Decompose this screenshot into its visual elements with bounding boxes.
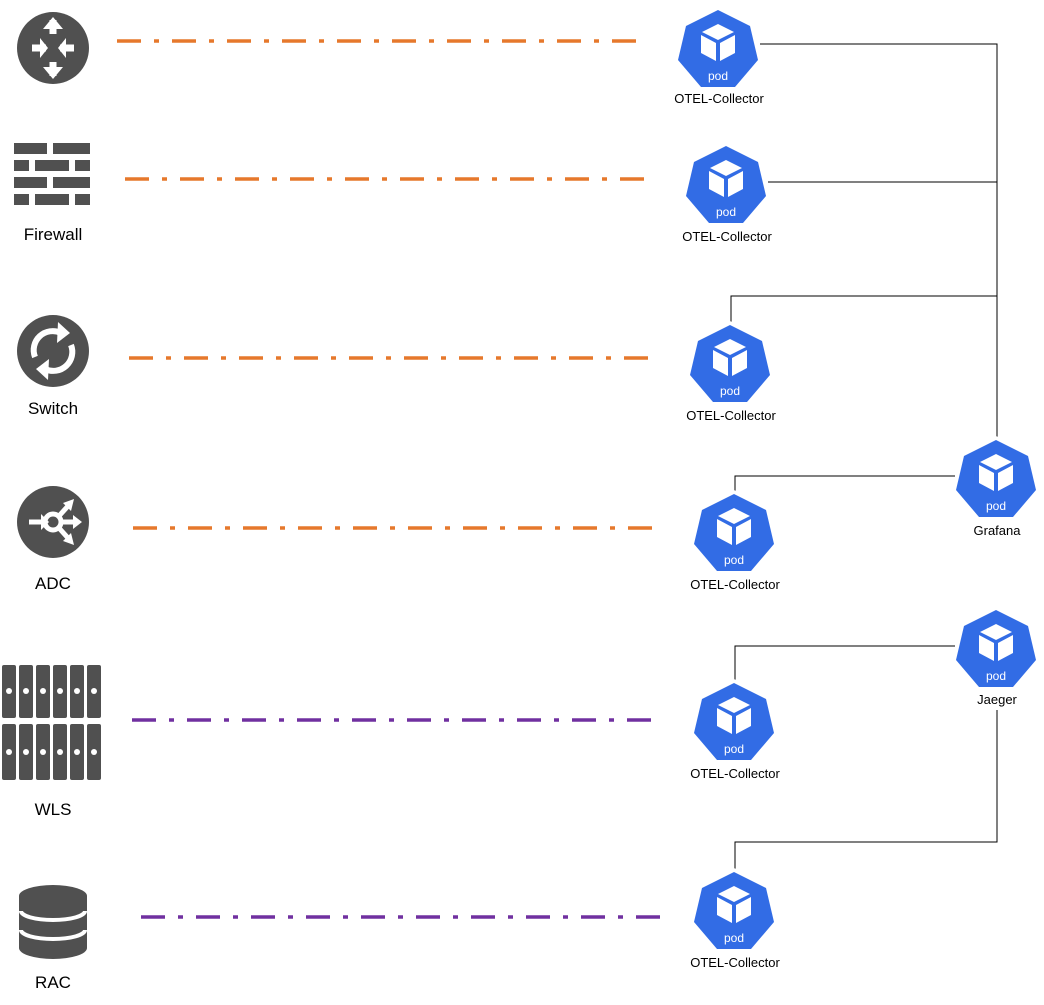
backend-label-grafana: Grafana (974, 523, 1022, 538)
pod-text: pod (724, 931, 744, 945)
pod-collector-1: pod (674, 6, 762, 91)
router-icon (17, 12, 89, 84)
connector-collector-6-jaeger (734, 710, 998, 870)
collector-label-4: OTEL-Collector (690, 577, 780, 592)
server-rack-icon (2, 665, 101, 780)
firewall-icon (14, 143, 90, 205)
connector-collector-1-grafana (760, 43, 998, 440)
device-label-rac: RAC (35, 973, 71, 992)
connector-collector-4-grafana (734, 475, 955, 491)
device-label-switch: Switch (28, 399, 78, 418)
pod-collector-4: pod (690, 490, 778, 575)
switch-icon (17, 315, 89, 387)
pod-jaeger: pod (952, 606, 1040, 691)
connector-lines (730, 43, 998, 870)
database-icon (19, 885, 87, 959)
backend-label-jaeger: Jaeger (977, 692, 1017, 707)
pod-text: pod (708, 69, 728, 83)
collector-label-1: OTEL-Collector (674, 91, 764, 106)
pod-text: pod (720, 384, 740, 398)
connector-collector-3-grafana (730, 295, 997, 323)
collector-label-5: OTEL-Collector (690, 766, 780, 781)
pod-text: pod (986, 499, 1006, 513)
telemetry-links (117, 39, 664, 919)
collector-label-6: OTEL-Collector (690, 955, 780, 970)
pod-text: pod (716, 205, 736, 219)
adc-icon (17, 486, 89, 558)
device-label-wls: WLS (35, 800, 72, 819)
device-label-adc: ADC (35, 574, 71, 593)
pod-grafana: pod (952, 436, 1040, 521)
device-labels: Firewall Switch ADC WLS RAC (24, 225, 83, 992)
pod-text: pod (724, 742, 744, 756)
pod-text: pod (724, 553, 744, 567)
pod-text: pod (986, 669, 1006, 683)
pod-collector-6: pod (690, 868, 778, 953)
pod-collector-3: pod (686, 321, 774, 406)
pod-collector-5: pod (690, 679, 778, 764)
pod-collector-2: pod (682, 142, 770, 227)
connector-collector-5-jaeger (734, 645, 955, 680)
collector-label-3: OTEL-Collector (686, 408, 776, 423)
device-label-firewall: Firewall (24, 225, 83, 244)
collector-label-2: OTEL-Collector (682, 229, 772, 244)
